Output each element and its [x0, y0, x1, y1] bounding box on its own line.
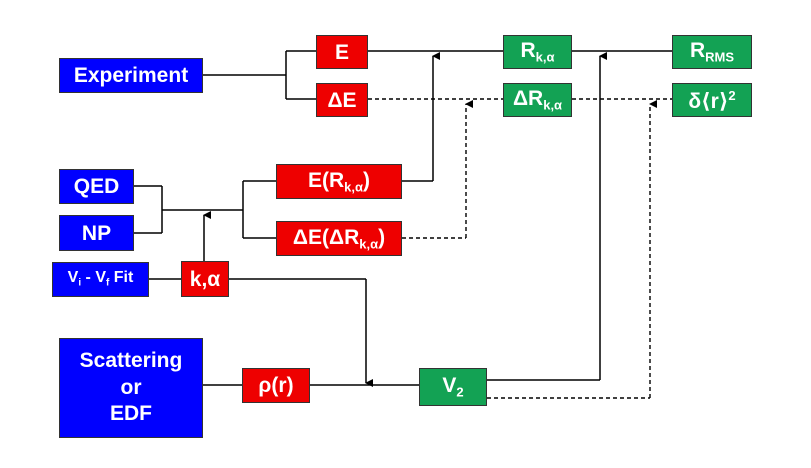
- rho-r-box: ρ(r): [242, 368, 310, 403]
- v2-box: V2: [419, 368, 487, 406]
- delta-e-of-delta-r-label: ΔE(ΔRk,α): [292, 225, 386, 252]
- r-rms-label: RRMS: [689, 39, 735, 65]
- e-of-r-label: E(Rk,α): [307, 168, 371, 195]
- delta-r2-label: δ⟨r⟩2: [688, 87, 736, 113]
- np-box: NP: [59, 215, 134, 251]
- delta-e-label: ΔE: [327, 88, 357, 112]
- k-alpha-label: k,α: [189, 267, 221, 291]
- delta-e-box: ΔE: [316, 83, 368, 117]
- delta-r-k-alpha-label: ΔRk,α: [512, 87, 563, 113]
- scattering-label-line2: or: [120, 375, 142, 399]
- delta-r-k-alpha-box: ΔRk,α: [503, 83, 572, 117]
- r-k-alpha-label: Rk,α: [520, 39, 555, 65]
- e-box: E: [316, 35, 368, 69]
- qed-box: QED: [59, 169, 134, 204]
- vi-vf-fit-label: Vi - Vf Fit: [67, 269, 134, 289]
- r-k-alpha-box: Rk,α: [503, 35, 572, 69]
- scattering-label-line1: Scattering: [79, 348, 183, 372]
- qed-label: QED: [73, 175, 120, 198]
- vi-vf-fit-box: Vi - Vf Fit: [52, 262, 149, 297]
- experiment-box: Experiment: [59, 58, 203, 93]
- k-alpha-box: k,α: [181, 261, 229, 297]
- r-rms-box: RRMS: [672, 35, 752, 69]
- scattering-box: Scattering or EDF: [59, 338, 203, 438]
- scattering-label-line3: EDF: [110, 402, 152, 426]
- e-of-r-box: E(Rk,α): [276, 164, 402, 199]
- v2-label: V2: [442, 374, 464, 400]
- rho-r-label: ρ(r): [258, 374, 294, 397]
- experiment-label: Experiment: [73, 64, 189, 87]
- e-label: E: [334, 40, 349, 64]
- np-label: NP: [81, 221, 112, 245]
- delta-e-of-delta-r-box: ΔE(ΔRk,α): [276, 221, 402, 256]
- delta-r2-box: δ⟨r⟩2: [672, 83, 752, 117]
